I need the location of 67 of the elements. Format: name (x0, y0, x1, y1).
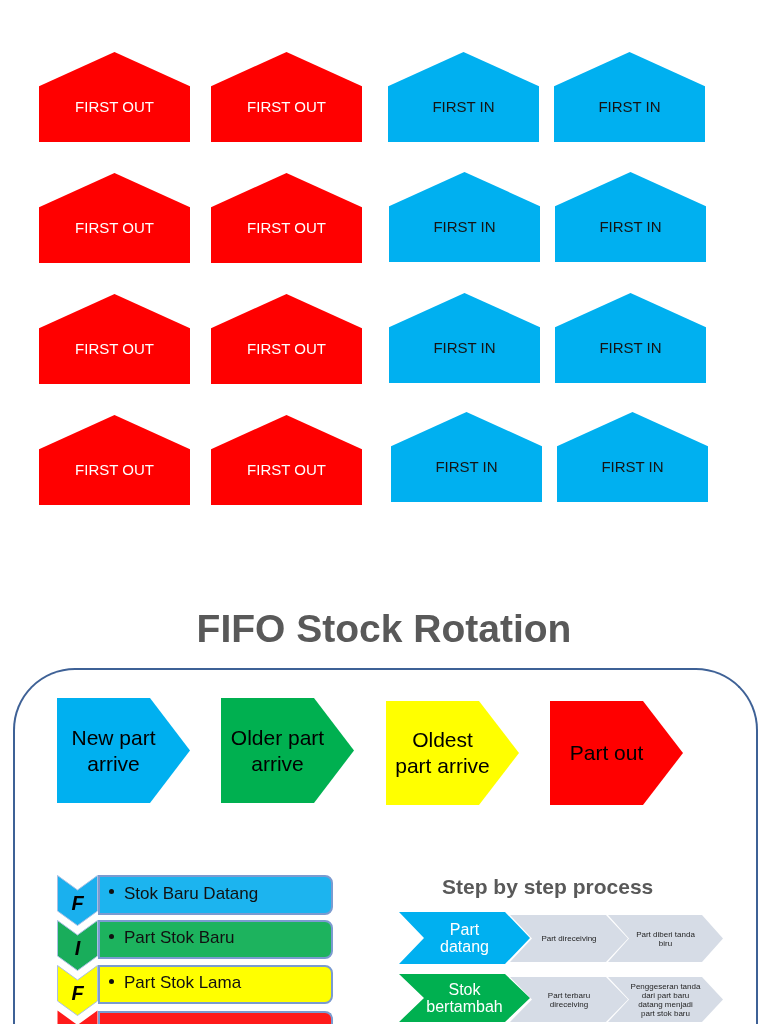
step-label: Part diberi tanda biru (635, 929, 696, 948)
tab-letter: F (71, 981, 84, 1004)
step-block (608, 915, 723, 962)
tab-letter: F (71, 891, 84, 914)
list-item-text: Part Stok Lama (124, 973, 242, 993)
step-block (399, 912, 530, 964)
house-label: FIRST OUT (247, 461, 326, 479)
house-shape (39, 173, 190, 263)
house-shape (211, 294, 362, 384)
list-item-text: Part Stok Baru (124, 928, 235, 948)
pentagon-block (550, 701, 683, 805)
step-label: Part direceiving (541, 934, 597, 943)
block-label: Oldest part arrive (394, 727, 491, 779)
house-label: FIRST OUT (75, 98, 154, 116)
house-label: FIRST IN (432, 98, 495, 116)
house-shape (39, 294, 190, 384)
tab-letter: I (74, 936, 81, 959)
house-shape (389, 172, 540, 262)
house-label: FIRST OUT (247, 340, 326, 358)
title: FIFO Stock Rotation (196, 606, 572, 652)
list-bar (98, 920, 333, 959)
house-label: FIRST IN (433, 218, 496, 236)
house-label: FIRST IN (433, 339, 496, 357)
letter-tab (57, 920, 98, 971)
house-shape (557, 412, 708, 502)
pentagon-block (386, 701, 519, 805)
section-heading: Step by step process (442, 875, 654, 899)
block-label: New part arrive (70, 724, 157, 777)
house-shape (555, 172, 706, 262)
house-shape (211, 415, 362, 505)
step-block (608, 977, 723, 1022)
letter-tab (57, 875, 98, 926)
letter-tab (57, 965, 98, 1016)
step-label: Penggeseran tanda dari part baru datang menjadi part stok baru (630, 981, 701, 1018)
house-label: FIRST IN (601, 458, 664, 476)
house-shape (39, 415, 190, 505)
house-label: FIRST OUT (247, 219, 326, 237)
step-block (399, 974, 530, 1022)
house-shape (39, 52, 190, 142)
house-label: FIRST IN (599, 339, 662, 357)
letter-tab (57, 1010, 98, 1024)
list-item-text: Stok Baru Datang (124, 883, 259, 904)
house-label: FIRST IN (435, 458, 498, 476)
pentagon-block (221, 698, 354, 803)
list-bar (98, 875, 333, 915)
house-label: FIRST OUT (75, 340, 154, 358)
step-block (510, 915, 628, 962)
step-block (510, 977, 628, 1022)
step-label: Part datang (439, 921, 490, 955)
block-label: Part out (569, 740, 644, 766)
step-label: Stok bertambah (425, 981, 504, 1015)
house-shape (211, 52, 362, 142)
house-label: FIRST OUT (75, 219, 154, 237)
step-label: Part terbaru direceiving (546, 990, 592, 1009)
house-shape (554, 52, 705, 142)
house-label: FIRST OUT (75, 461, 154, 479)
rounded-frame (13, 668, 758, 1024)
house-label: FIRST IN (598, 98, 661, 116)
house-shape (391, 412, 542, 502)
house-label: FIRST OUT (247, 98, 326, 116)
block-label: Older part arrive (229, 724, 326, 777)
house-shape (388, 52, 539, 142)
house-label: FIRST IN (599, 218, 662, 236)
pentagon-block (57, 698, 190, 803)
house-shape (555, 293, 706, 383)
house-shape (211, 173, 362, 263)
house-shape (389, 293, 540, 383)
